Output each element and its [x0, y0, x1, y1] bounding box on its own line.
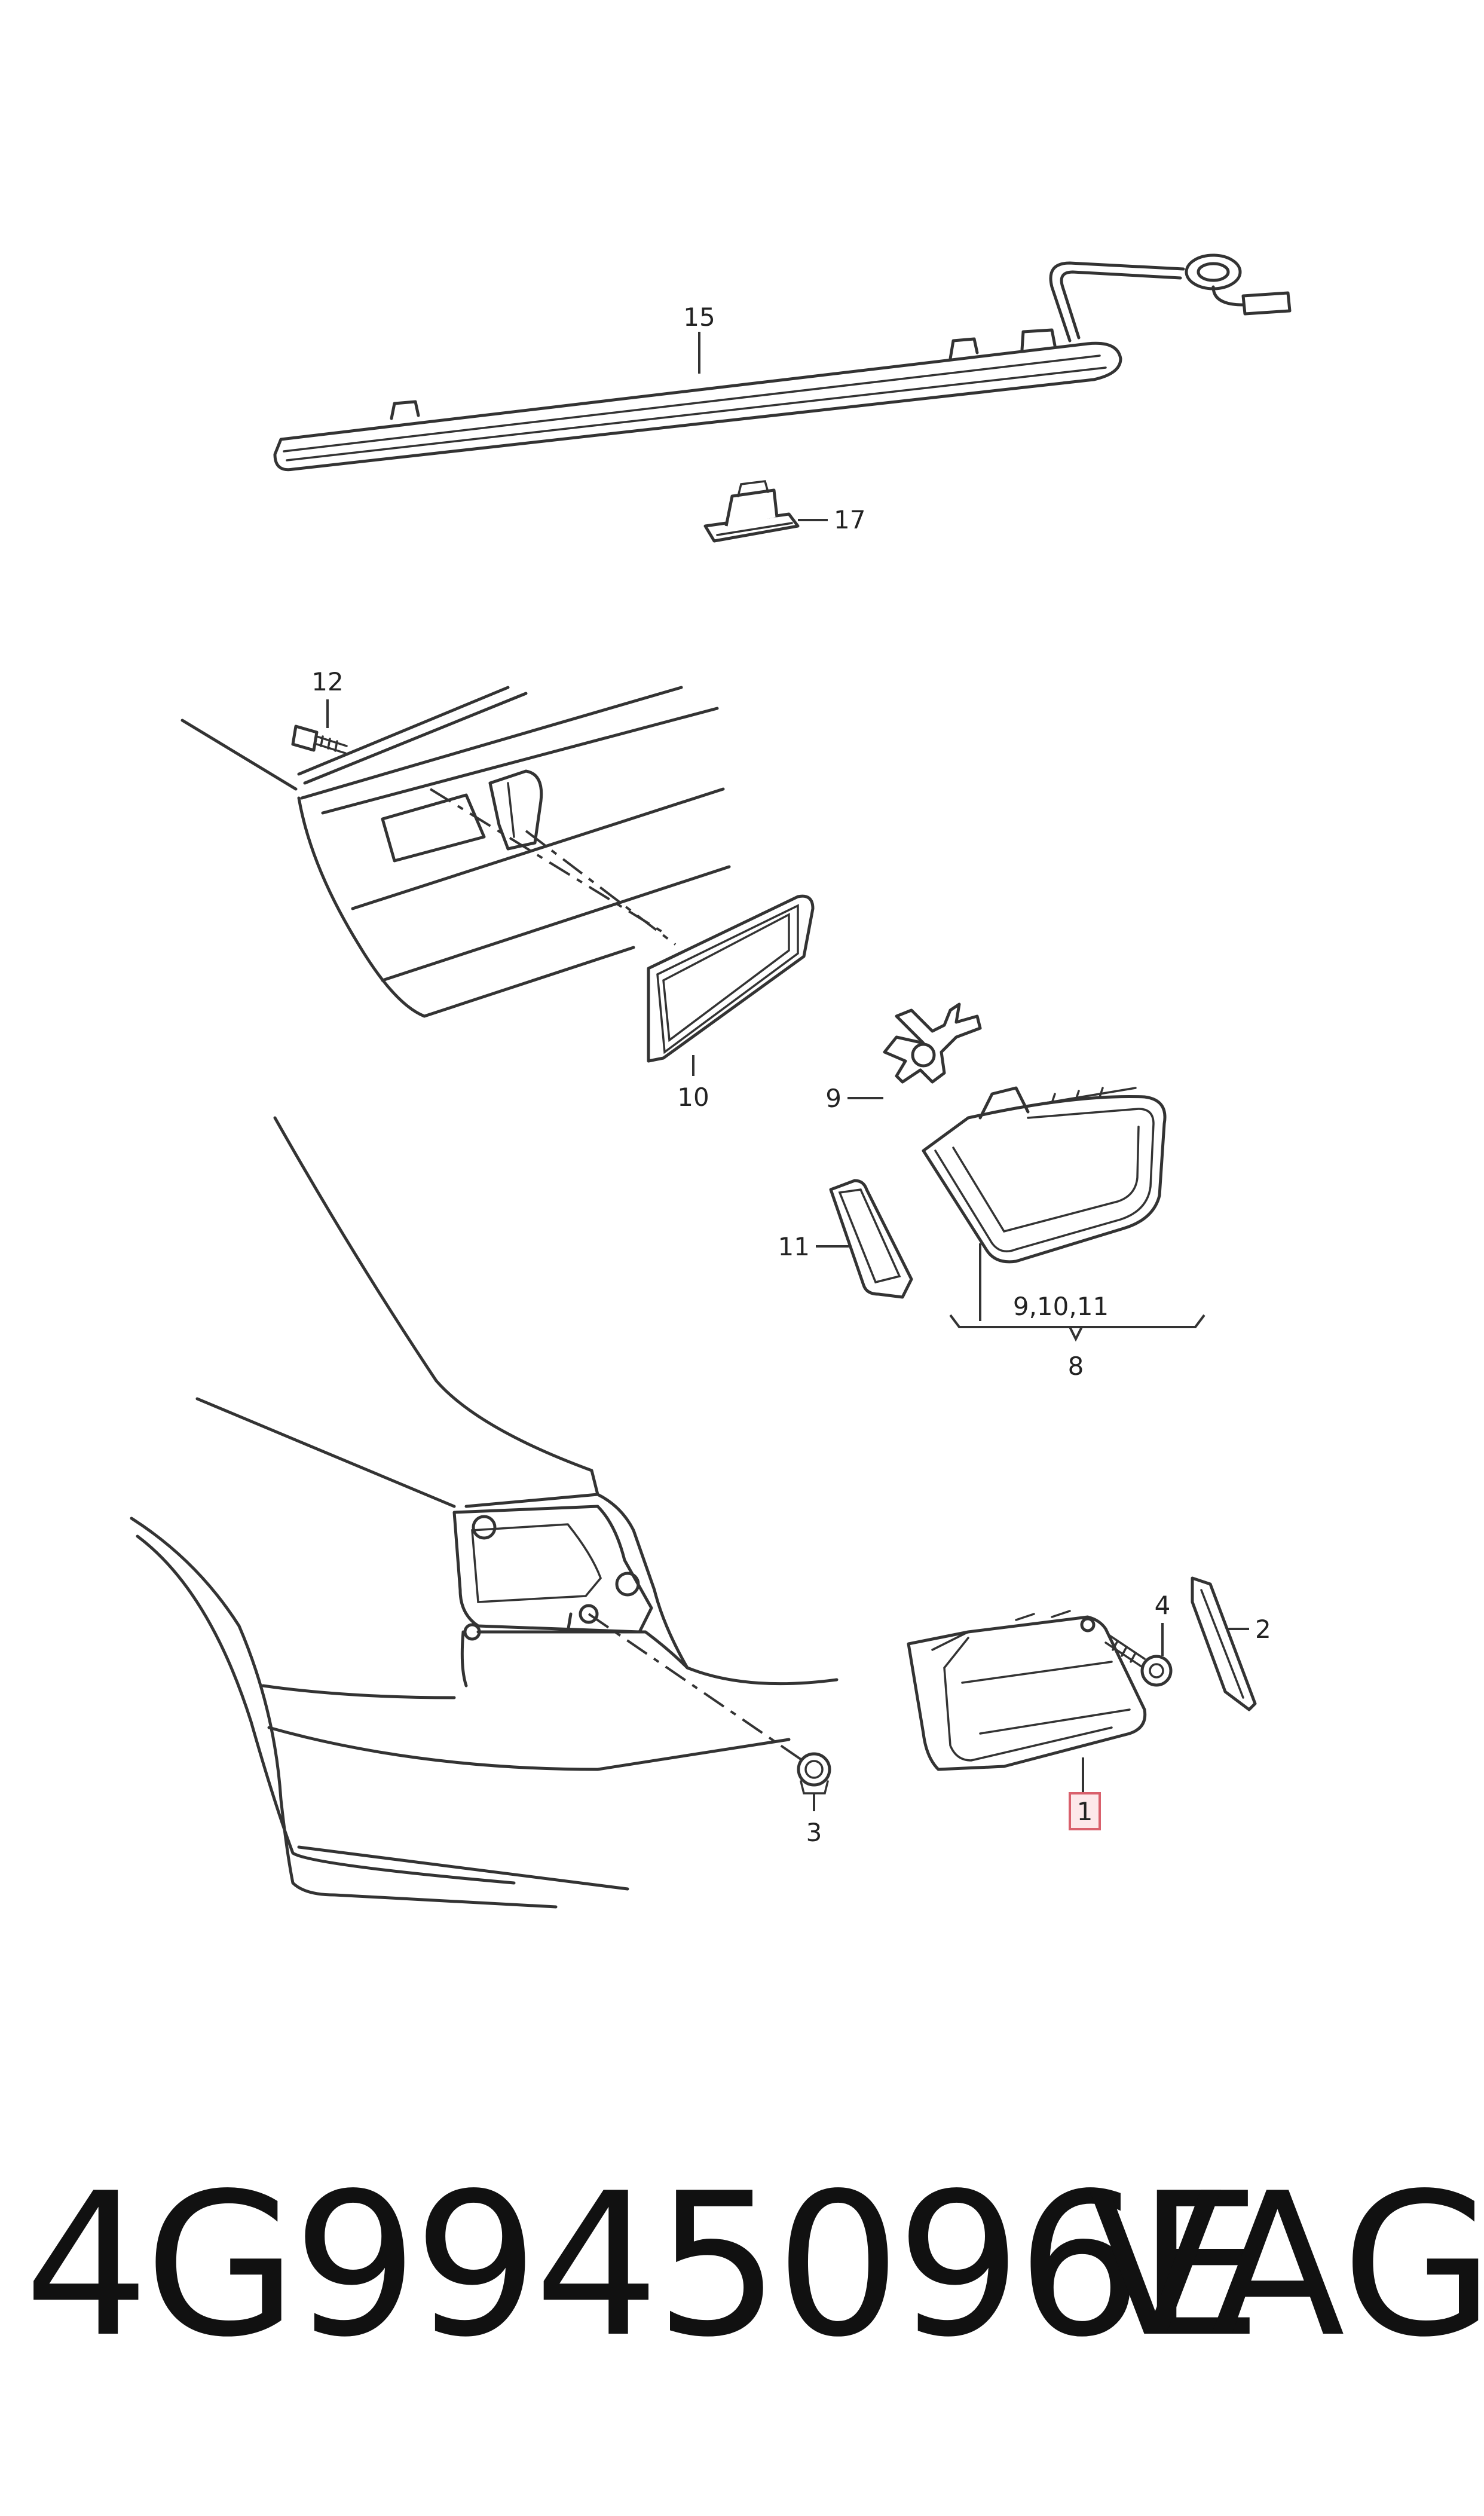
callout-12: 12	[311, 667, 343, 696]
callout-9-10-11: 9,10,11	[1013, 1292, 1109, 1321]
trunk-lid-outline	[180, 686, 731, 1018]
callout-15: 15	[683, 302, 715, 332]
callout-3: 3	[806, 1818, 822, 1847]
callout-8: 8	[1068, 1352, 1084, 1381]
callout-9: 9	[825, 1084, 842, 1113]
callout-2: 2	[1255, 1615, 1271, 1644]
part-number: 4G9945096E	[24, 2151, 1262, 2380]
rear-quarter-panel	[130, 1116, 839, 1909]
brake-light-strip	[273, 253, 1292, 472]
seal-10	[647, 894, 815, 1063]
trim-11	[829, 1179, 913, 1299]
callout-1: 1	[1077, 1797, 1093, 1826]
callout-17: 17	[834, 505, 865, 534]
clip-3	[797, 1752, 831, 1794]
footer: 4G9945096E VAG	[0, 2140, 1484, 2391]
screw-12	[291, 724, 348, 754]
inner-tail-light	[922, 1086, 1167, 1264]
callout-4: 4	[1155, 1591, 1171, 1620]
bolt-4	[1104, 1634, 1173, 1687]
bulb-holder-17	[703, 480, 800, 543]
callout-1-highlight	[1069, 1792, 1101, 1830]
cover-2	[1191, 1576, 1257, 1711]
callout-10: 10	[677, 1083, 709, 1112]
bracket-9	[883, 1002, 982, 1084]
rear-light-1	[907, 1610, 1147, 1771]
callout-11: 11	[778, 1232, 810, 1261]
brand-label: VAG	[1088, 2151, 1484, 2380]
